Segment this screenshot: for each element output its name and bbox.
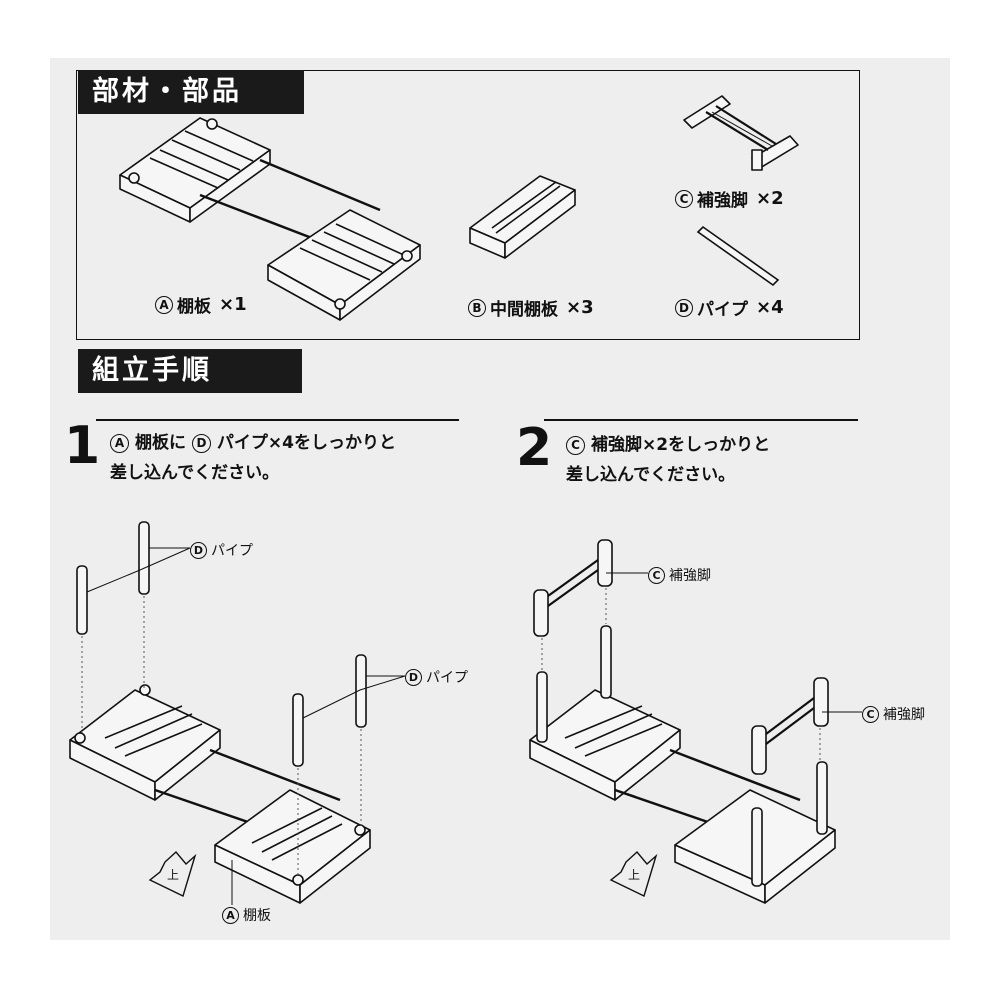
step2-legs [533,539,829,775]
step1-line2: 差し込んでください。 [110,463,280,483]
step2-callout-leg-right: C 補強脚 [862,704,925,724]
step2-arrow-glyph: 上 [628,868,641,882]
part-b-qty: ×3 [566,297,594,318]
step1-part-a: 棚板に [135,433,186,453]
callout-text: パイプ [211,543,253,559]
callout-text: パイプ [426,670,468,686]
step1-part-b: パイプ×4をしっかりと [216,433,396,453]
step1-pipes [76,521,367,767]
leg-c-illustration [683,95,799,171]
part-b-name: 中間棚板 [490,300,558,320]
parts-panel [76,70,860,340]
part-a-letter: A [155,295,173,314]
callout-letter: D [405,668,422,686]
part-d-label: D パイプ ×4 [675,295,784,320]
callout-text: 補強脚 [883,707,925,723]
step2-letter-a: C [566,435,585,455]
part-b-label: B 中間棚板 ×3 [468,295,594,320]
step1-callout-pipe-right: D パイプ [405,667,468,687]
part-c-name: 補強脚 [697,191,748,211]
part-a-label: A 棚板 ×1 [155,292,247,317]
callout-letter: D [190,541,207,559]
shelf-a-illustration [119,117,421,321]
step1-number: 1 [64,416,101,476]
part-d-qty: ×4 [756,297,784,318]
step1-callout-pipe-top: D パイプ [190,540,253,560]
step2-part-a: 補強脚×2をしっかりと [591,435,771,455]
part-d-name: パイプ [697,300,748,320]
callout-text: 補強脚 [669,568,711,584]
step2-shelf [529,689,836,904]
step2-guide-lines [541,588,821,760]
step1-rule [96,419,459,421]
step1-arrow-glyph: 上 [167,868,180,882]
step2-callout-leg-top: C 補強脚 [648,565,711,585]
step2-line2: 差し込んでください。 [566,465,736,485]
part-c-qty: ×2 [756,188,784,209]
part-b-letter: B [468,298,486,317]
part-a-qty: ×1 [219,294,247,315]
step2-text: C 補強脚×2をしっかりと 差し込んでください。 [566,430,770,490]
part-a-name: 棚板 [177,297,211,317]
middle-shelf-b-illustration [469,175,576,259]
step1-guide-lines [81,596,362,875]
step1-callout-shelf: A 棚板 [222,905,271,925]
step2-pipes [536,625,828,887]
parts-section-title: 部材・部品 [78,70,304,114]
step1-down-arrow [148,850,197,897]
callout-letter: A [222,906,239,924]
step2-number: 2 [516,418,553,478]
callout-text: 棚板 [243,908,271,924]
part-d-letter: D [675,298,693,317]
steps-section-title: 組立手順 [78,349,302,393]
step2-leaders [606,572,862,713]
part-c-label: C 補強脚 ×2 [675,186,784,211]
part-c-letter: C [675,189,693,208]
step2-rule [544,419,858,421]
step1-letter-b: D [191,433,211,453]
step1-leaders [86,547,406,905]
step1-letter-a: A [110,433,129,453]
pipe-d-illustration [696,225,780,287]
callout-letter: C [862,705,879,723]
step2-down-arrow [609,850,658,897]
callout-letter: C [648,566,665,584]
step1-shelf [69,684,371,904]
